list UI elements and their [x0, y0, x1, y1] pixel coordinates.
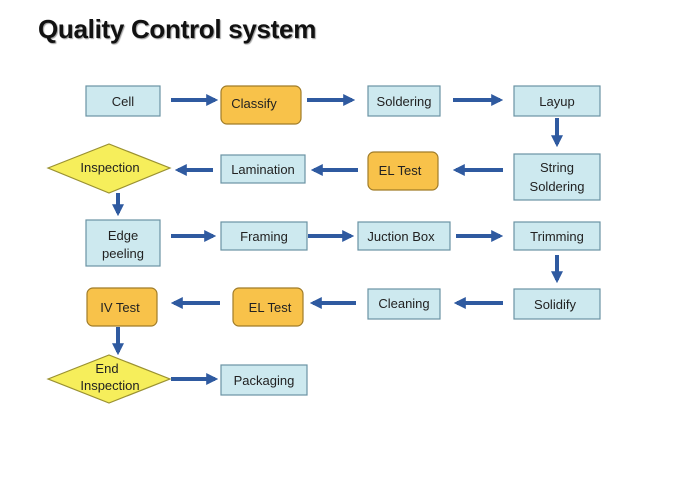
node-classify: Classify — [220, 85, 302, 125]
node-trimming: Trimming — [513, 221, 601, 251]
node-juction-box: Juction Box — [357, 221, 451, 251]
diagram-title: Quality Control system — [38, 14, 317, 44]
node-packaging-label: Packaging — [234, 373, 295, 388]
node-el-test-1: EL Test — [367, 151, 439, 191]
node-el-test-2: EL Test — [232, 287, 304, 327]
node-el-test-2-label: EL Test — [249, 300, 292, 315]
node-el-test-1-label: EL Test — [379, 163, 422, 178]
node-inspection-label: Inspection — [80, 160, 139, 175]
node-iv-test: IV Test — [86, 287, 158, 327]
node-string-soldering: String Soldering — [513, 153, 601, 201]
node-juction-box-label: Juction Box — [367, 229, 435, 244]
node-end-inspection-label-line2: Inspection — [80, 378, 139, 393]
node-packaging: Packaging — [220, 364, 308, 396]
node-soldering-label: Soldering — [377, 94, 432, 109]
node-layup: Layup — [513, 85, 601, 117]
node-solidify: Solidify — [513, 288, 601, 320]
node-string-soldering-label-line1: String — [540, 160, 574, 175]
node-end-inspection-label-line1: End — [95, 361, 118, 376]
node-edge-peeling-label-line1: Edge — [108, 228, 138, 243]
node-iv-test-label: IV Test — [100, 300, 140, 315]
node-cell-label: Cell — [112, 94, 135, 109]
node-solidify-label: Solidify — [534, 297, 576, 312]
node-cleaning-label: Cleaning — [378, 296, 429, 311]
node-end-inspection: End Inspection — [46, 354, 172, 404]
node-lamination: Lamination — [220, 154, 306, 184]
node-framing: Framing — [220, 221, 308, 251]
node-framing-label: Framing — [240, 229, 288, 244]
node-edge-peeling: Edge peeling — [85, 219, 161, 267]
node-cleaning: Cleaning — [367, 288, 441, 320]
node-trimming-label: Trimming — [530, 229, 584, 244]
node-cell: Cell — [85, 85, 161, 117]
node-soldering: Soldering — [367, 85, 441, 117]
flow-arrows — [112, 94, 563, 385]
node-edge-peeling-label-line2: peeling — [102, 246, 144, 261]
node-layup-label: Layup — [539, 94, 574, 109]
node-lamination-label: Lamination — [231, 162, 295, 177]
node-classify-label: Classify — [231, 96, 277, 111]
node-string-soldering-label-line2: Soldering — [530, 179, 585, 194]
node-inspection: Inspection — [46, 143, 172, 194]
